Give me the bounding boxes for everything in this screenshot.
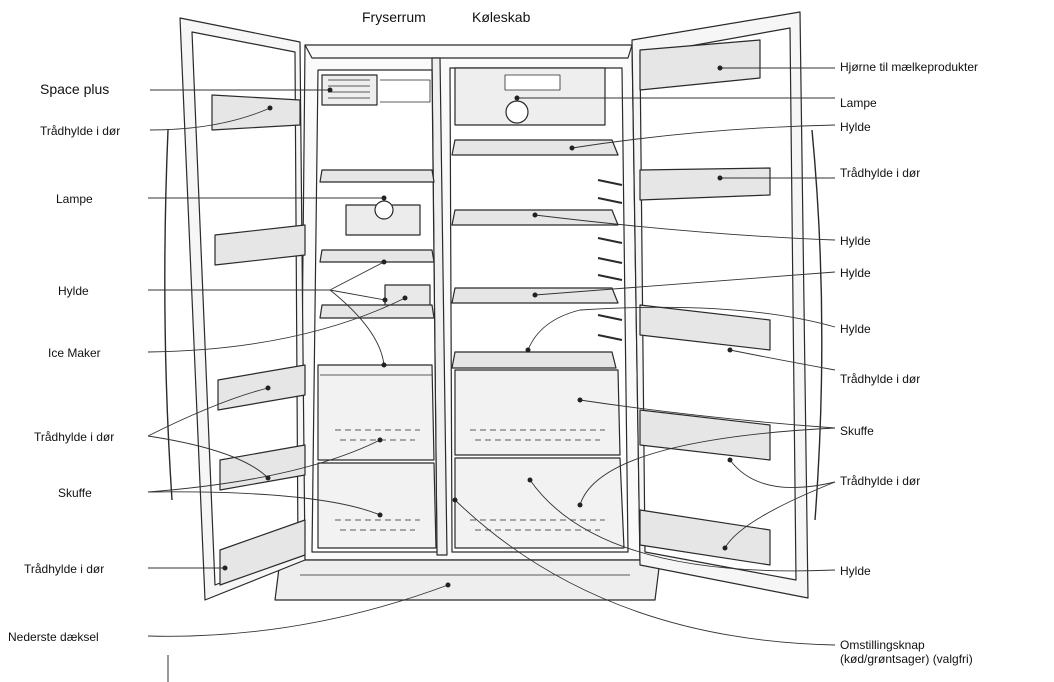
bottom-cover xyxy=(275,560,660,600)
freezer-shelf-2 xyxy=(320,250,434,262)
freezer-title: Fryserrum xyxy=(362,10,426,24)
left-door-shelf-1 xyxy=(212,95,300,130)
label-door-wire-shelf-right-2: Trådhylde i dør xyxy=(840,372,920,386)
fridge-drawer-2 xyxy=(455,458,624,548)
freezer-shelf-1 xyxy=(320,170,434,182)
freezer-drawer-2 xyxy=(318,463,436,548)
label-door-wire-shelf-left-3: Trådhylde i dør xyxy=(24,562,104,576)
label-drawer-right: Skuffe xyxy=(840,424,874,438)
label-drawer-left: Skuffe xyxy=(58,486,92,500)
label-shelf-right-2: Hylde xyxy=(840,234,871,248)
label-shelf-right-5: Hylde xyxy=(840,564,871,578)
label-door-wire-shelf-right-1: Trådhylde i dør xyxy=(840,166,920,180)
label-space-plus: Space plus xyxy=(40,82,109,96)
fridge-shelf-1 xyxy=(452,140,618,155)
fridge-drawer-1 xyxy=(455,370,620,455)
label-shelf-right-4: Hylde xyxy=(840,322,871,336)
label-door-wire-shelf-left-1: Trådhylde i dør xyxy=(40,124,120,138)
label-shelf-right-1: Hylde xyxy=(840,120,871,134)
label-bottom-cover: Nederste dæksel xyxy=(8,630,99,644)
label-door-wire-shelf-left-2: Trådhylde i dør xyxy=(34,430,114,444)
right-door-shelf-1 xyxy=(640,168,770,200)
label-dairy-corner: Hjørne til mælkeprodukter xyxy=(840,60,978,74)
freezer-drawer-1 xyxy=(318,365,434,460)
fridge-shelf-4 xyxy=(452,352,616,368)
label-shelf-right-3: Hylde xyxy=(840,266,871,280)
fridge-title: Køleskab xyxy=(472,10,530,24)
freezer-shelf-3 xyxy=(320,305,434,318)
fridge-lamp xyxy=(506,101,528,123)
label-lamp-left: Lampe xyxy=(56,192,93,206)
label-ice-maker: Ice Maker xyxy=(48,346,101,360)
label-lamp-right: Lampe xyxy=(840,96,877,110)
freezer-lamp xyxy=(375,201,393,219)
label-switch-button: Omstillingsknap (kød/grøntsager) (valgfr… xyxy=(840,638,1030,666)
label-door-wire-shelf-right-3: Trådhylde i dør xyxy=(840,474,920,488)
label-shelf-left: Hylde xyxy=(58,284,89,298)
